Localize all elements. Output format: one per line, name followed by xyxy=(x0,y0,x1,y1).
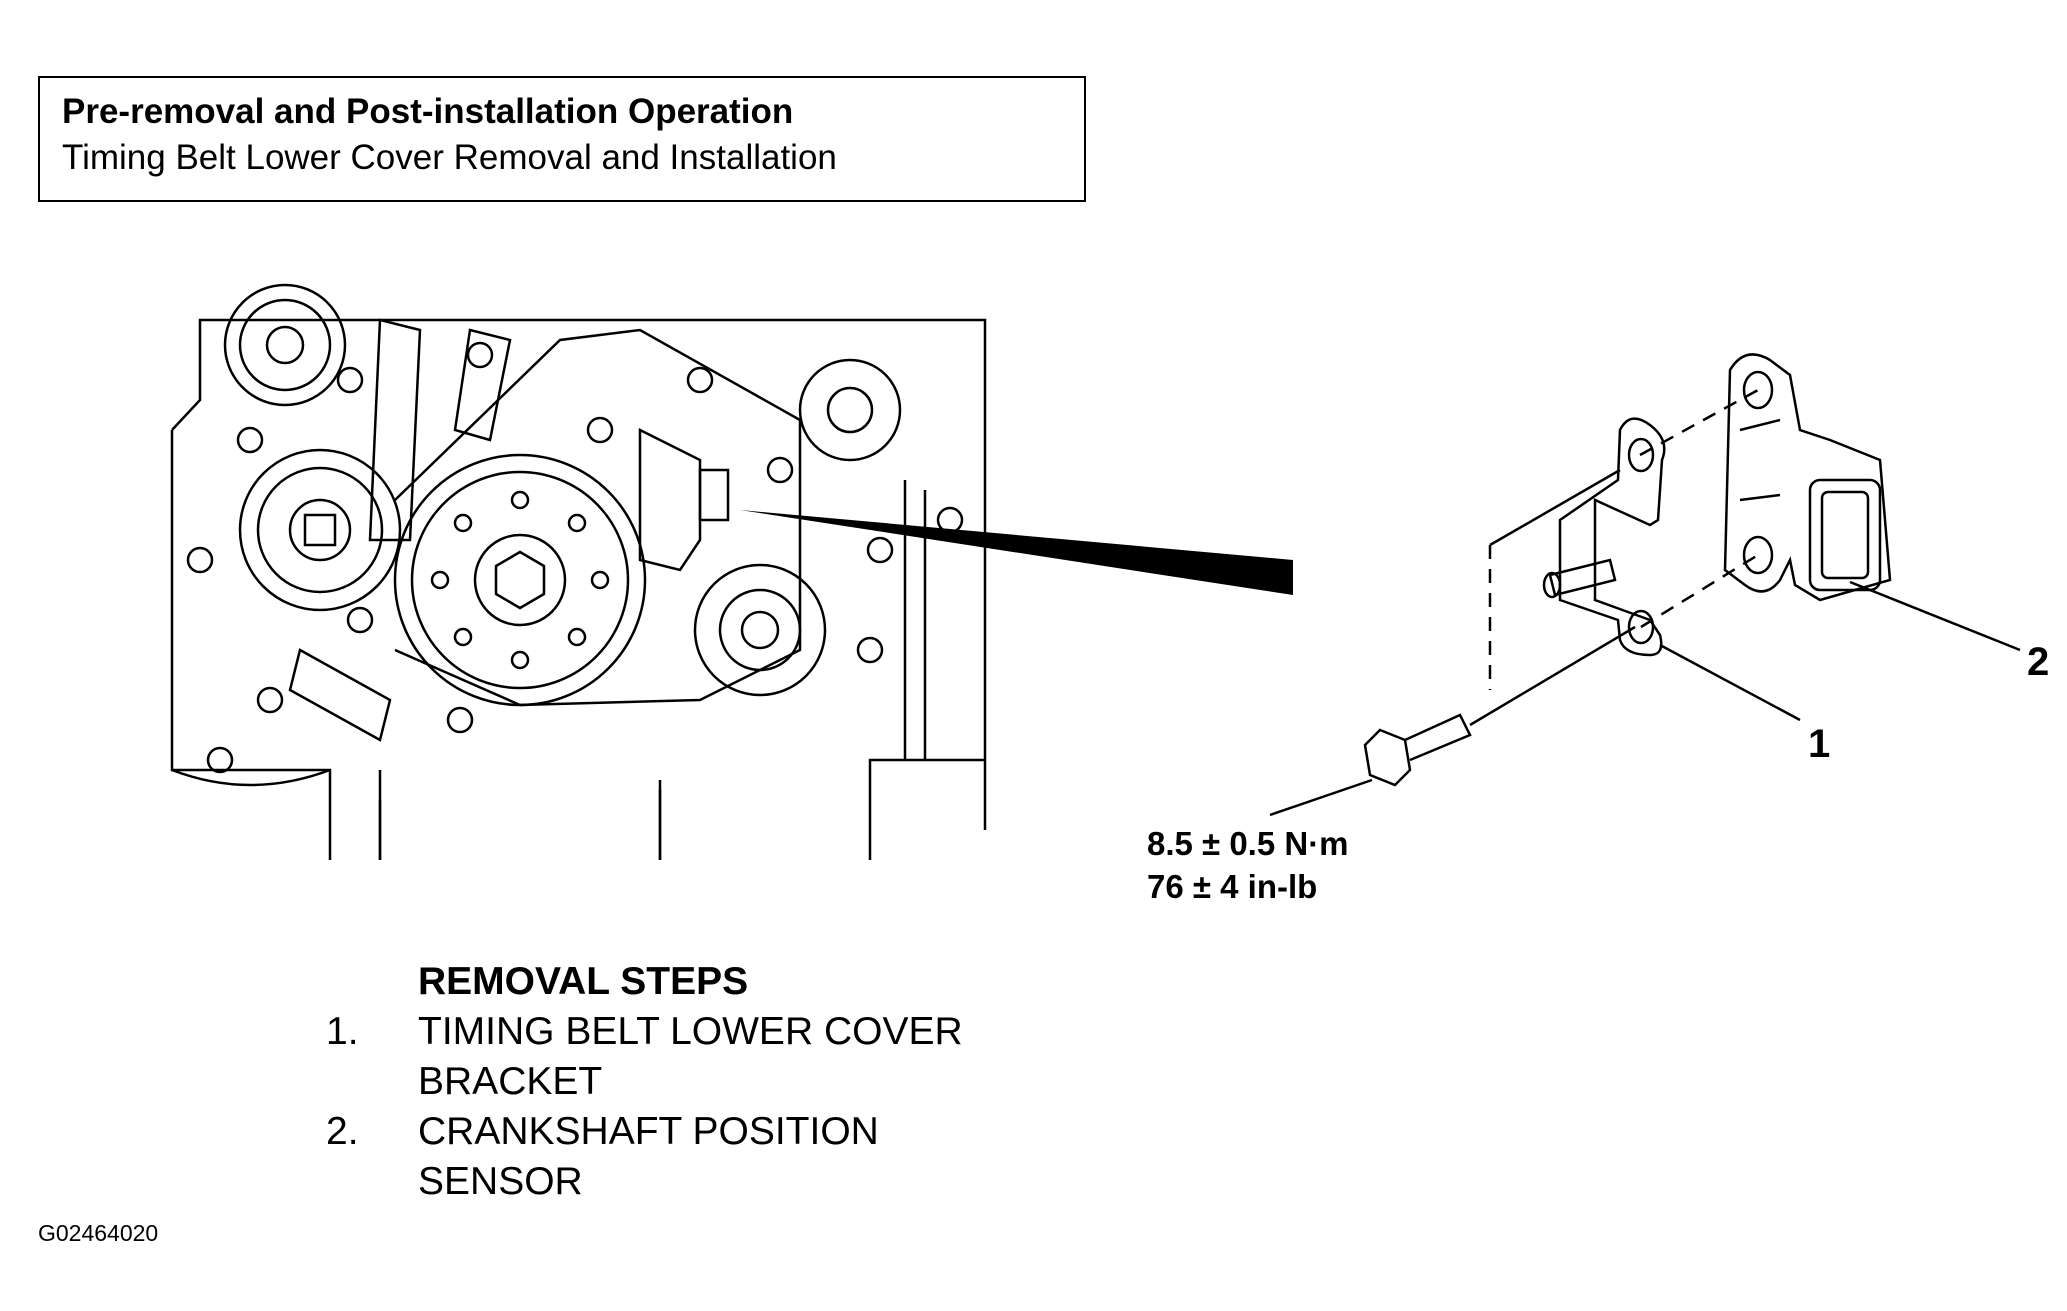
engine-front-view xyxy=(170,283,987,860)
bracket-detail xyxy=(1269,353,2021,817)
step-1-number: 1. xyxy=(326,1010,359,1053)
callout-2: 2 xyxy=(2027,640,2050,684)
pointer-wedge xyxy=(740,510,1293,595)
header-subtitle: Timing Belt Lower Cover Removal and Inst… xyxy=(62,138,837,177)
sprocket-holes xyxy=(430,490,610,670)
step-2-line-2: SENSOR xyxy=(418,1160,583,1203)
step-2-number: 2. xyxy=(326,1110,359,1153)
removal-steps-title: REMOVAL STEPS xyxy=(418,960,749,1003)
torque-metric: 8.5 ± 0.5 N·m xyxy=(1147,825,1349,862)
header-box: Pre-removal and Post-installation Operat… xyxy=(38,76,1086,202)
step-2-line-1: CRANKSHAFT POSITION xyxy=(418,1110,879,1153)
engine-bolts xyxy=(186,341,964,774)
callout-1: 1 xyxy=(1808,722,1831,766)
figure-code: G02464020 xyxy=(38,1220,159,1246)
step-1-line-2: BRACKET xyxy=(418,1060,603,1103)
step-1-line-1: TIMING BELT LOWER COVER xyxy=(418,1010,963,1053)
header-title: Pre-removal and Post-installation Operat… xyxy=(62,92,794,131)
torque-imperial: 76 ± 4 in-lb xyxy=(1147,868,1318,905)
